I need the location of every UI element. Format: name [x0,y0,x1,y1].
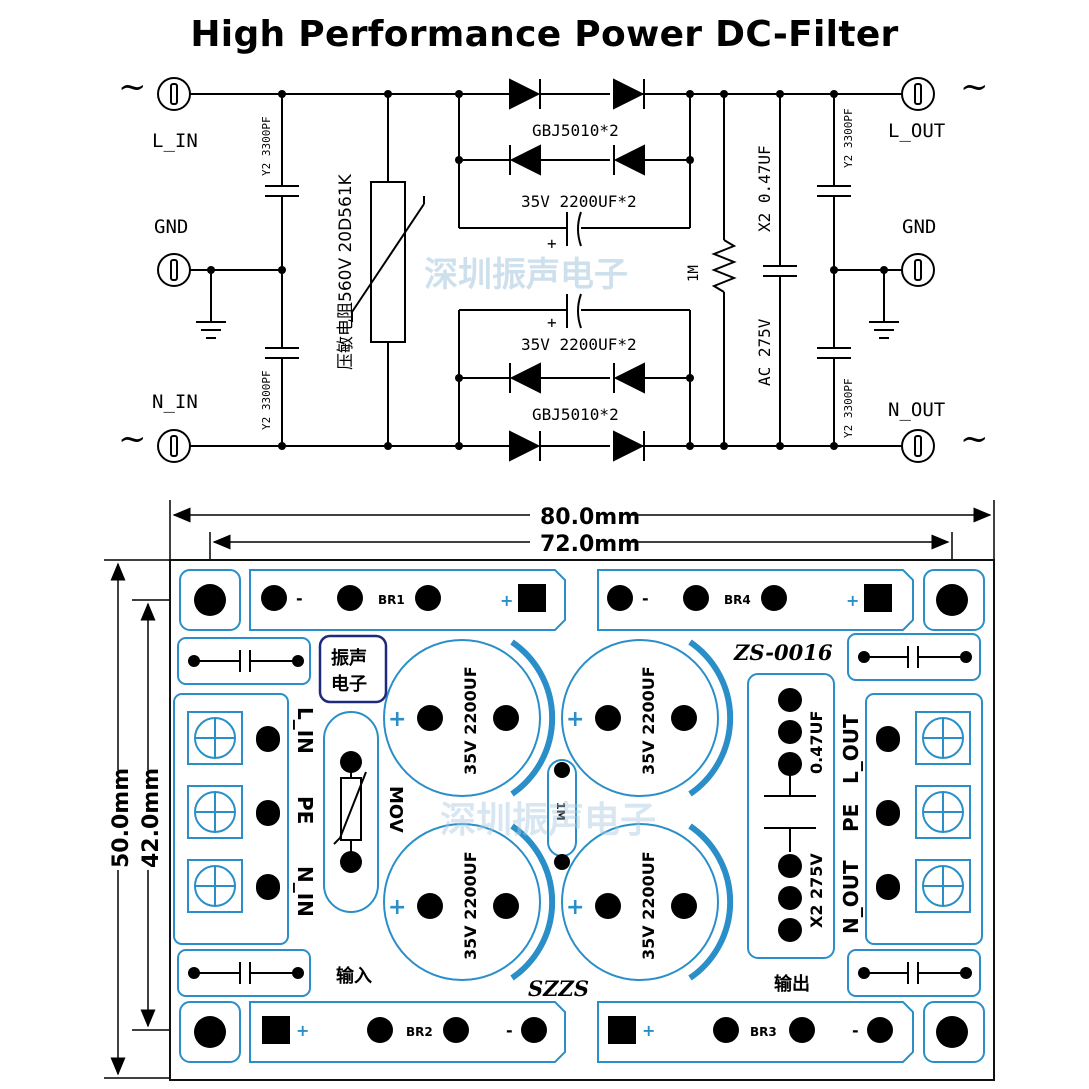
label-n-out: N_OUT [839,860,863,934]
cap4-plus: + [566,895,584,920]
label-y2-cap-1: Y2 3300PF [260,116,273,176]
br4-minus: - [642,589,649,608]
label-x2-bottom: AC 275V [755,318,774,386]
br1-minus: - [296,589,303,608]
label-gnd-left: GND [154,216,188,238]
terminal-icon [157,253,191,287]
bridge-diodes [509,78,645,462]
label-gnd-right: GND [902,216,936,238]
brand-mark: SZZS [528,976,589,1001]
label-x2-cap: 0.47UF [807,711,826,774]
cap1-plus: + [388,707,406,732]
label-n-out: N_OUT [888,399,945,421]
label-n-in: N_IN [293,866,317,917]
cap1-label: 35V 2200UF [461,666,480,775]
terminal-icon [901,253,935,287]
label-resistor: 1M [554,802,567,821]
label-pe-in: PE [293,796,317,824]
br2-plus: + [296,1021,309,1040]
watermark-pcb: 深圳振声电子 [440,800,656,841]
dim-height-outer: 50.0mm [109,768,134,868]
label-bridge-top: GBJ5010*2 [532,121,619,140]
logo-line1: 振声 [331,647,367,669]
label-br1: BR1 [378,593,405,607]
cap4-label: 35V 2200UF [639,851,658,960]
terminal-icon [901,77,935,111]
cap2-label: 35V 2200UF [639,666,658,775]
label-x2-rating: X2 275V [807,853,826,928]
label-cap-top: 35V 2200UF*2 [521,192,637,211]
br2-minus: - [506,1021,513,1040]
label-varistor: 压敏电阻560V 20D561K [336,173,356,370]
cap2-plus: + [566,707,584,732]
label-cap-bottom: 35V 2200UF*2 [521,335,637,354]
br3-minus: - [852,1021,859,1040]
label-y2-cap-2: Y2 3300PF [260,370,273,430]
br4-plus: + [846,591,859,610]
label-resistor: 1M [686,265,702,282]
label-br4: BR4 [724,593,751,607]
cap3-label: 35V 2200UF [461,851,480,960]
model-number: ZS-0016 [733,640,833,665]
label-l-out: L_OUT [839,714,863,784]
watermark-schematic: 深圳振声电子 [424,255,628,295]
schematic-junctions [207,90,888,450]
label-cap-top-plus: + [547,234,557,253]
label-l-in: L_IN [293,707,317,754]
pcb-dimension-labels: 80.0mm 72.0mm 50.0mm 42.0mm [109,505,640,868]
dim-inner: 72.0mm [540,532,640,557]
tilde-l-out: ~ [960,67,989,107]
tilde-n-out: ~ [960,419,989,459]
br3-plus: + [642,1021,655,1040]
terminal-icon [901,429,935,463]
cap3-plus: + [388,895,406,920]
label-x2-top: X2 0.47UF [755,145,774,232]
tilde-n-in: ~ [118,419,147,459]
label-l-out: L_OUT [888,120,945,142]
label-pe-out: PE [839,804,863,832]
pcb-small-cap-symbols [196,646,966,984]
pcb-terminal-screws [187,711,971,913]
label-n-in: N_IN [152,391,198,413]
dim-height-inner: 42.0mm [139,768,164,868]
label-l-in: L_IN [152,130,198,152]
label-output: 输出 [774,973,810,995]
pcb-pads [188,584,972,1048]
label-br2: BR2 [406,1025,433,1039]
pcb-outlines [173,569,985,1063]
terminal-icon [157,429,191,463]
label-y2-cap-3: Y2 3300PF [842,108,855,168]
diagram-title: High Performance Power DC-Filter [190,14,899,55]
pcb-labels: - BR1 + - BR4 + + BR2 - + BR3 - 振声 电子 ZS… [293,589,863,1040]
label-mov: MOV [385,786,406,833]
schematic-labels: ~ ~ ~ ~ L_IN GND N_IN L_OUT GND N_OUT Y2… [118,67,989,459]
label-cap-bottom-plus: + [547,313,557,332]
schematic-terminals [157,77,935,463]
label-input: 输入 [336,965,372,987]
pcb-capacitors [383,639,734,981]
label-bridge-bottom: GBJ5010*2 [532,405,619,424]
label-br3: BR3 [750,1025,777,1039]
label-y2-cap-4: Y2 3300PF [842,378,855,438]
br1-plus: + [500,591,513,610]
tilde-l-in: ~ [118,67,147,107]
terminal-icon [157,77,191,111]
pcb-logo-box [318,634,388,704]
logo-line2: 电子 [331,673,367,695]
dim-outer: 80.0mm [540,505,640,530]
